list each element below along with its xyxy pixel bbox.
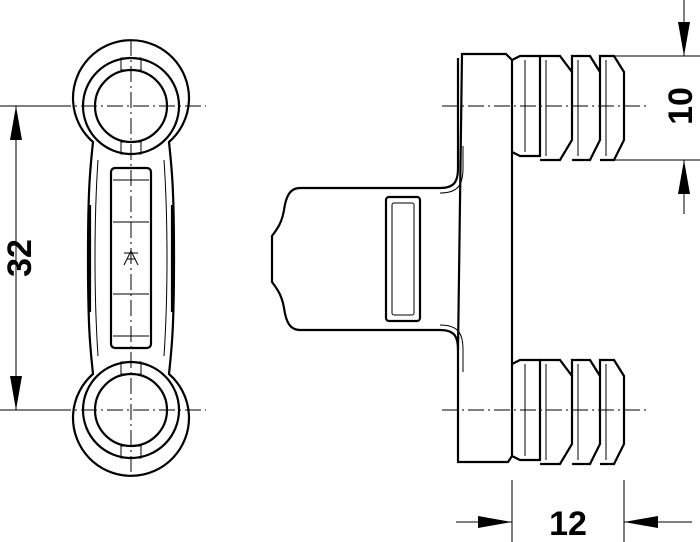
dimension-12: 12 <box>456 480 692 542</box>
top-ring-notch-upper <box>120 57 142 71</box>
top-dowel <box>511 54 626 162</box>
top-dowel-rib-3 <box>598 54 626 162</box>
bottom-dowel-base <box>511 358 542 462</box>
top-dowel-rib-1 <box>540 54 574 162</box>
top-dowel-rib-2 <box>570 54 602 162</box>
hook-tongue-outline <box>270 167 460 351</box>
dim-10-arrow-bottom <box>678 160 690 194</box>
dim-32-arrow-top <box>10 106 22 140</box>
bottom-ring-notch-upper <box>120 361 142 375</box>
bottom-dowel-rib-1 <box>540 358 574 466</box>
body-inner-edge-left <box>94 159 99 357</box>
flange-outline <box>456 52 514 464</box>
dim-32-arrow-bottom <box>10 376 22 410</box>
hook-tongue-inner-line-bottom <box>439 324 464 372</box>
dim-12-arrow-right <box>624 516 658 528</box>
slot-window <box>384 195 422 323</box>
dim-12-arrow-left <box>478 516 512 528</box>
center-plate <box>109 166 153 350</box>
bottom-dowel <box>511 358 626 466</box>
dimension-10: 10 <box>612 0 700 214</box>
body-inner-edge-right <box>163 159 168 357</box>
slot-window-inner <box>391 202 415 316</box>
bottom-dowel-rib-3 <box>598 358 626 466</box>
side-view <box>270 52 650 466</box>
dim-12-label: 12 <box>549 505 587 542</box>
dim-10-label: 10 <box>662 87 700 125</box>
dimension-32: 32 <box>0 105 60 411</box>
front-view <box>55 39 206 477</box>
top-dowel-base <box>511 54 542 158</box>
hafele-logo-icon <box>123 249 139 266</box>
top-ring-notch-lower <box>120 141 142 155</box>
connector-body-outline <box>71 39 191 477</box>
dim-10-arrow-top <box>678 22 690 56</box>
dim-32-label: 32 <box>1 239 39 277</box>
bottom-ring-notch-lower <box>120 445 142 459</box>
bottom-dowel-rib-2 <box>570 358 602 466</box>
